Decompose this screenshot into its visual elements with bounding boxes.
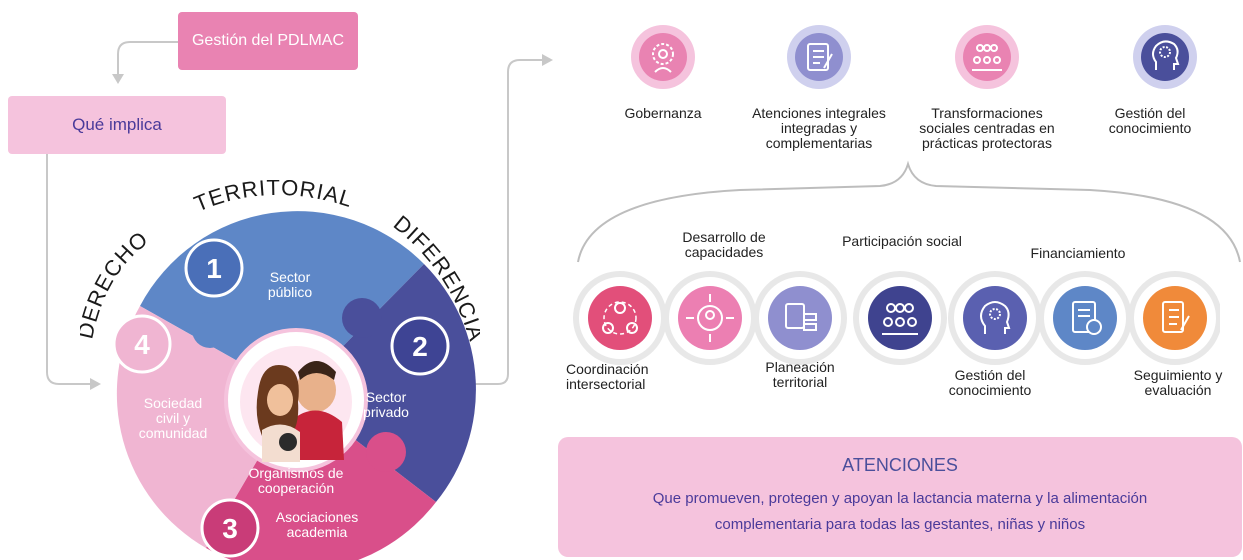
number-4: 4 [134, 329, 150, 360]
quadrant-sociedad-civil [116, 306, 296, 548]
strategy-circles [573, 271, 1220, 365]
number-3: 3 [222, 513, 238, 544]
label-planeacion: Planeación territorial [765, 359, 835, 390]
number-1: 1 [206, 253, 222, 284]
circle-coordinacion [573, 271, 667, 365]
label-seguimiento: Seguimiento y evaluación [1133, 367, 1223, 398]
top-item-gobernanza[interactable] [630, 24, 696, 90]
top-label-transformaciones: Transformaciones sociales centradas en p… [919, 105, 1055, 151]
puzzle-tab [366, 432, 406, 472]
number-circle-1 [184, 238, 244, 298]
atenciones-line2: complementaria para todas las gestantes,… [714, 516, 1086, 533]
circle-seguimiento [1128, 271, 1220, 365]
circle-participacion [853, 271, 947, 365]
gestion-pdlmac-box[interactable]: Gestión del PDLMAC [178, 12, 358, 70]
head-gear-icon [1133, 25, 1197, 89]
label-participacion-social: Participación social [842, 233, 962, 249]
gestion-pdlmac-label: Gestión del PDLMAC [191, 32, 345, 49]
atenciones-title: ATENCIONES [842, 455, 958, 475]
label-financiamiento: Financiamiento [1030, 245, 1126, 261]
que-implica-box[interactable]: Qué implica [8, 96, 226, 154]
quadrant-organismos [206, 394, 436, 560]
puzzle-tab [194, 460, 234, 500]
top-label-gestion: Gestión del conocimiento [1108, 105, 1192, 136]
actors-wheel: 1 2 3 4 TERRITORIAL DIFERENCIAL DERECHOS [80, 180, 480, 560]
circle-desarrollo [663, 271, 757, 365]
atenciones-line1: Que promueven, protegen y apoyan la lact… [652, 490, 1148, 507]
circle-gestion [948, 271, 1042, 365]
top-item-atenciones[interactable] [786, 24, 852, 90]
checklist-icon [787, 25, 851, 89]
puzzle-tab [342, 298, 382, 338]
couple-illustration [256, 361, 344, 462]
top-label-atenciones: Atenciones integrales integradas y compl… [752, 105, 886, 151]
top-label-gobernanza: Gobernanza [624, 105, 702, 121]
arc-territorial: TERRITORIAL [191, 180, 357, 217]
number-2: 2 [412, 331, 428, 362]
top-item-gestion-conocimiento[interactable] [1132, 24, 1198, 90]
label-gestion-bottom: Gestión del conocimiento [948, 367, 1032, 398]
number-circle-3 [200, 498, 260, 558]
label-desarrollo-capacidades: Desarrollo de capacidades [682, 229, 766, 260]
governance-icon [631, 25, 695, 89]
atenciones-box: ATENCIONES Que promueven, protegen y apo… [558, 437, 1242, 557]
number-circle-4 [112, 314, 172, 374]
top-item-transformaciones[interactable] [954, 24, 1020, 90]
circle-financiamiento [1038, 271, 1132, 365]
que-implica-label: Qué implica [72, 115, 162, 134]
label-coordinacion: Coordinación intersectorial [566, 361, 649, 392]
number-circle-2 [390, 316, 450, 376]
group-icon [955, 25, 1019, 89]
circle-planeacion [753, 271, 847, 365]
puzzle-tab [192, 312, 228, 348]
